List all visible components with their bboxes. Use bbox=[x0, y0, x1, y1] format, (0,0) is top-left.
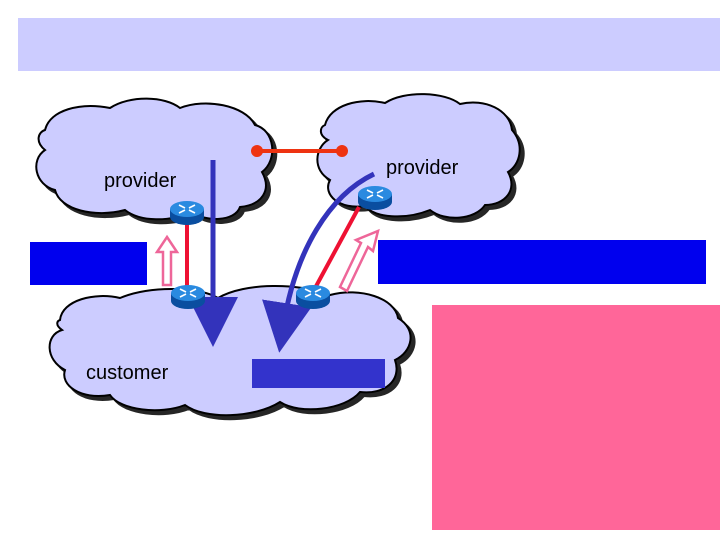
router-icon bbox=[357, 185, 393, 211]
router-icon bbox=[295, 284, 331, 310]
customer-box bbox=[252, 359, 385, 388]
customer-cloud bbox=[48, 285, 412, 417]
provider-label-right: provider bbox=[386, 157, 459, 179]
pink-panel bbox=[432, 305, 720, 530]
title-bar bbox=[18, 18, 720, 71]
blue-band-left bbox=[30, 242, 147, 285]
route-arrow-curved bbox=[262, 171, 376, 353]
hollow-up-arrow-left bbox=[154, 234, 180, 287]
provider-cloud-right bbox=[316, 93, 521, 219]
blue-band-right bbox=[378, 240, 706, 284]
peering-endpoint-left bbox=[251, 145, 263, 157]
router-icon bbox=[169, 200, 205, 226]
customer-label: customer bbox=[86, 362, 169, 384]
peering-endpoint-right bbox=[336, 145, 348, 157]
hollow-up-arrow-right bbox=[338, 228, 380, 293]
provider-label-left: provider bbox=[104, 170, 177, 192]
customer-link-right bbox=[312, 206, 361, 291]
provider-cloud-left bbox=[35, 97, 274, 221]
router-icon bbox=[170, 284, 206, 310]
